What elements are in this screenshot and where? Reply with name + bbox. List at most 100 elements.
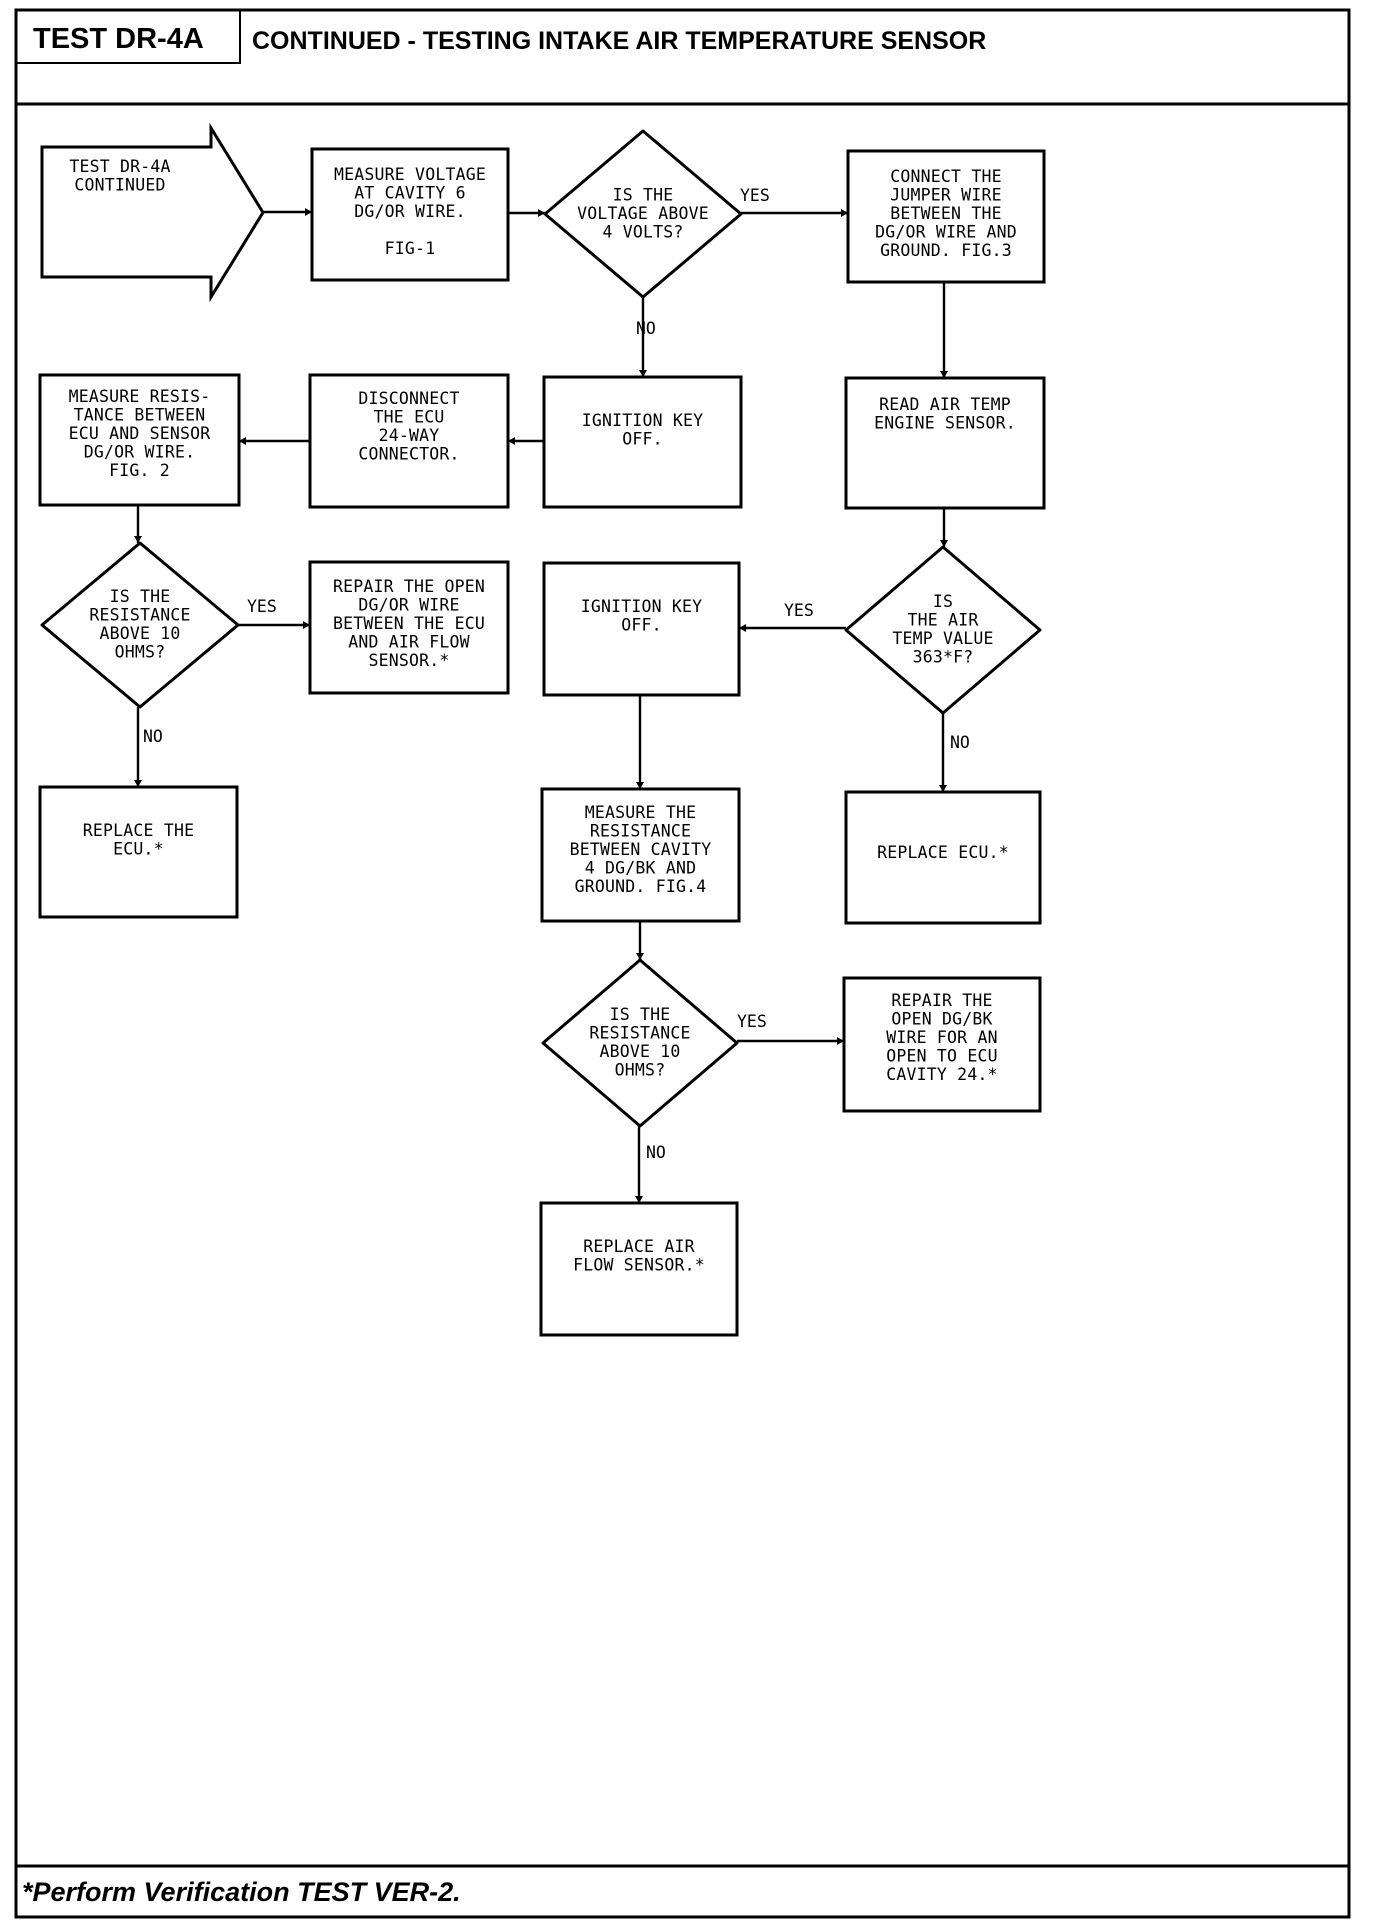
decision-diamond bbox=[40, 541, 240, 709]
node-text-line: GROUND. FIG.3 bbox=[880, 241, 1012, 260]
node-text-line: ABOVE 10 bbox=[599, 1042, 680, 1061]
node-text-line: VOLTAGE ABOVE bbox=[577, 204, 709, 223]
node-text-line: FIG. 2 bbox=[109, 461, 170, 480]
arrowhead-icon bbox=[239, 437, 246, 445]
node-text-line: 363*F? bbox=[913, 648, 974, 667]
node-text-line: FIG-1 bbox=[385, 239, 436, 258]
edge-measure-resistance-cavity4-to-resistance-decision-2 bbox=[636, 921, 644, 960]
node-text-line: IS THE bbox=[610, 1005, 671, 1024]
node-text-line: REPLACE AIR bbox=[583, 1237, 694, 1256]
arrowhead-icon bbox=[940, 540, 948, 547]
process-box bbox=[540, 787, 741, 923]
process-box bbox=[844, 376, 1046, 510]
node-text-line: OHMS? bbox=[615, 1061, 666, 1080]
edge-resistance-decision-1-to-replace-the-ecu bbox=[134, 707, 142, 787]
edge-measure-resistance-ecu-sensor-to-resistance-decision-1 bbox=[134, 505, 142, 543]
node-text-line: BETWEEN THE bbox=[890, 204, 1001, 223]
test-id: TEST DR-4A bbox=[33, 23, 204, 55]
process-box bbox=[38, 785, 239, 919]
node-text-line: MEASURE VOLTAGE bbox=[334, 165, 486, 184]
process-box bbox=[539, 1201, 739, 1337]
node-text-line: OHMS? bbox=[115, 643, 166, 662]
node-text-line: DISCONNECT bbox=[358, 389, 459, 408]
process-box bbox=[542, 375, 743, 509]
process-box bbox=[844, 790, 1042, 925]
node-text-line: RESISTANCE bbox=[589, 1024, 690, 1043]
edge-label-yes: YES bbox=[740, 186, 770, 205]
edge-ignition-off-2-to-measure-resistance-cavity4 bbox=[636, 695, 644, 789]
arrowhead-icon bbox=[841, 209, 848, 217]
node-text-line: REPLACE THE bbox=[83, 821, 194, 840]
node-text-line: 24-WAY bbox=[379, 426, 440, 445]
edge-label-yes: YES bbox=[784, 601, 814, 620]
edge-connect-jumper-to-read-air-temp bbox=[940, 282, 948, 378]
arrowhead-icon bbox=[134, 536, 142, 543]
edge-label-no: NO bbox=[950, 733, 970, 752]
node-text-line: REPAIR THE bbox=[891, 991, 992, 1010]
edge-air-temp-decision-to-ignition-off-2 bbox=[739, 624, 846, 632]
process-box bbox=[846, 149, 1046, 284]
page-frame bbox=[14, 8, 1351, 1919]
node-text-line: CONNECT THE bbox=[890, 167, 1001, 186]
node-text-line: AT CAVITY 6 bbox=[354, 184, 465, 203]
node-text-line: IGNITION KEY bbox=[581, 597, 703, 616]
arrowhead-icon bbox=[939, 785, 947, 792]
process-box bbox=[308, 373, 510, 509]
arrowhead-icon bbox=[837, 1037, 844, 1045]
edge-measure-voltage-to-voltage-decision bbox=[508, 209, 545, 217]
edge-air-temp-decision-to-replace-ecu bbox=[939, 713, 947, 792]
edge-label-yes: YES bbox=[737, 1012, 767, 1031]
process-box bbox=[308, 560, 510, 695]
node-text-line: BETWEEN THE ECU bbox=[333, 614, 485, 633]
edge-start-to-measure-voltage bbox=[263, 208, 312, 216]
process-box bbox=[310, 147, 510, 282]
arrowhead-icon bbox=[639, 370, 647, 377]
node-text-line: TANCE BETWEEN bbox=[74, 406, 206, 425]
node-text-line: OPEN DG/BK bbox=[891, 1010, 992, 1029]
node-text-line: TEMP VALUE bbox=[892, 629, 993, 648]
edge-resistance-decision-2-to-replace-air-flow-sensor bbox=[635, 1126, 643, 1203]
arrowhead-icon bbox=[303, 621, 310, 629]
decision-diamond bbox=[543, 129, 743, 299]
node-text-line: ENGINE SENSOR. bbox=[874, 414, 1016, 433]
node-text-line: DG/OR WIRE bbox=[358, 596, 459, 615]
node-text-line: CAVITY 24.* bbox=[886, 1065, 997, 1084]
node-text-line: MEASURE THE bbox=[585, 803, 696, 822]
edge-voltage-decision-to-ignition-off-1 bbox=[639, 297, 647, 377]
arrowhead-icon bbox=[134, 780, 142, 787]
node-text-line: CONTINUED bbox=[74, 176, 165, 195]
node-text-line: RESISTANCE bbox=[590, 822, 691, 841]
node-text-line: IS THE bbox=[110, 587, 171, 606]
page-title: CONTINUED - TESTING INTAKE AIR TEMPERATU… bbox=[252, 27, 986, 55]
edge-resistance-decision-2-to-repair-open-dg-bk bbox=[737, 1037, 844, 1045]
edge-label-no: NO bbox=[646, 1143, 666, 1162]
arrowhead-icon bbox=[636, 782, 644, 789]
node-text-line: JUMPER WIRE bbox=[890, 186, 1001, 205]
node-text-line: ECU AND SENSOR bbox=[69, 424, 211, 443]
decision-diamond bbox=[541, 958, 739, 1128]
node-text-line: 4 DG/BK AND bbox=[585, 859, 696, 878]
arrowhead-icon bbox=[940, 371, 948, 378]
